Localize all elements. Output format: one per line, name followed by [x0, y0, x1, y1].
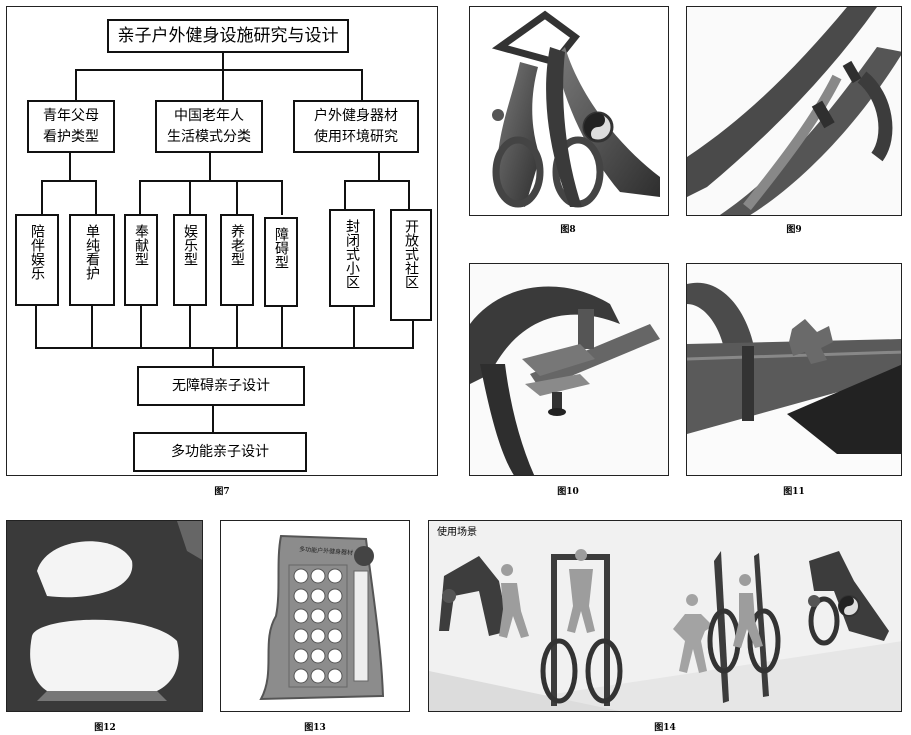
connector	[212, 406, 214, 433]
connector	[236, 306, 238, 348]
fig12-frame	[6, 520, 203, 712]
connector	[139, 180, 283, 182]
fitness-equipment-render	[491, 10, 660, 208]
connector	[281, 307, 283, 348]
flow-l1-elderly: 中国老年人 生活模式分类	[155, 100, 263, 153]
flow-l2-disability: 障碍型	[264, 217, 298, 307]
fig13-frame: 多功能户外健身器材	[220, 520, 410, 712]
connector	[189, 180, 191, 215]
flow-l1-parents: 青年父母 看护类型	[27, 100, 115, 153]
connector	[236, 180, 238, 215]
caption-fig7: 图7	[214, 487, 230, 497]
flow-l2-companion: 陪伴娱乐	[15, 214, 59, 306]
caption-fig12: 图12	[94, 723, 116, 733]
flow-multifunction-design: 多功能亲子设计	[133, 432, 307, 472]
abacus-panel-render: 多功能户外健身器材	[221, 521, 409, 711]
fig10-frame	[469, 263, 669, 476]
flow-l2-devotion: 奉献型	[124, 214, 158, 306]
flow-l2-care: 单纯看护	[69, 214, 115, 306]
connector	[408, 180, 410, 210]
connector	[222, 69, 224, 101]
connector	[412, 321, 414, 348]
connector	[344, 180, 410, 182]
equipment-detail-render	[687, 7, 901, 215]
caption-fig10: 图10	[557, 487, 579, 497]
connector	[75, 69, 363, 71]
connector	[35, 347, 414, 349]
flow-l2-entertainment: 娱乐型	[173, 214, 207, 306]
caption-fig11: 图11	[783, 487, 805, 497]
pedal-detail-render	[470, 264, 668, 475]
connector	[378, 153, 380, 181]
fig8-frame	[469, 6, 669, 216]
connector	[212, 347, 214, 367]
connector	[209, 153, 211, 181]
flow-accessible-design: 无障碍亲子设计	[137, 366, 305, 406]
connector	[139, 180, 141, 215]
caption-fig14: 图14	[654, 723, 676, 733]
connector	[41, 180, 43, 215]
connector	[189, 306, 191, 348]
flow-root-box: 亲子户外健身设施研究与设计	[107, 19, 349, 53]
panel-title: 多功能户外健身器材	[299, 545, 353, 557]
fig7-flowchart-frame: 亲子户外健身设施研究与设计 青年父母 看护类型 中国老年人 生活模式分类 户外健…	[6, 6, 438, 476]
connector	[281, 180, 283, 215]
flow-l2-retirement: 养老型	[220, 214, 254, 306]
flow-l2-open-community: 开放式社区	[390, 209, 432, 321]
connector	[35, 306, 37, 348]
caption-fig8: 图8	[560, 225, 576, 235]
caption-fig13: 图13	[304, 723, 326, 733]
frame-edge-render	[7, 521, 202, 711]
connector	[69, 153, 71, 181]
connector	[75, 69, 77, 101]
connector	[344, 180, 346, 210]
connector	[222, 53, 224, 70]
caption-fig9: 图9	[786, 225, 802, 235]
scene-label: 使用场景	[437, 527, 477, 538]
connector	[91, 306, 93, 348]
usage-scene-render	[429, 549, 901, 711]
connector	[41, 180, 97, 182]
connector	[361, 69, 363, 101]
connector	[95, 180, 97, 215]
fig14-frame: 使用场景	[428, 520, 902, 712]
fig9-frame	[686, 6, 902, 216]
knob-detail-render	[687, 264, 901, 475]
flow-l2-closed-community: 封闭式小区	[329, 209, 375, 307]
connector	[140, 306, 142, 348]
fig11-frame	[686, 263, 902, 476]
connector	[353, 307, 355, 348]
flow-root-label: 亲子户外健身设施研究与设计	[117, 25, 339, 46]
flow-l1-environment: 户外健身器材 使用环境研究	[293, 100, 419, 153]
